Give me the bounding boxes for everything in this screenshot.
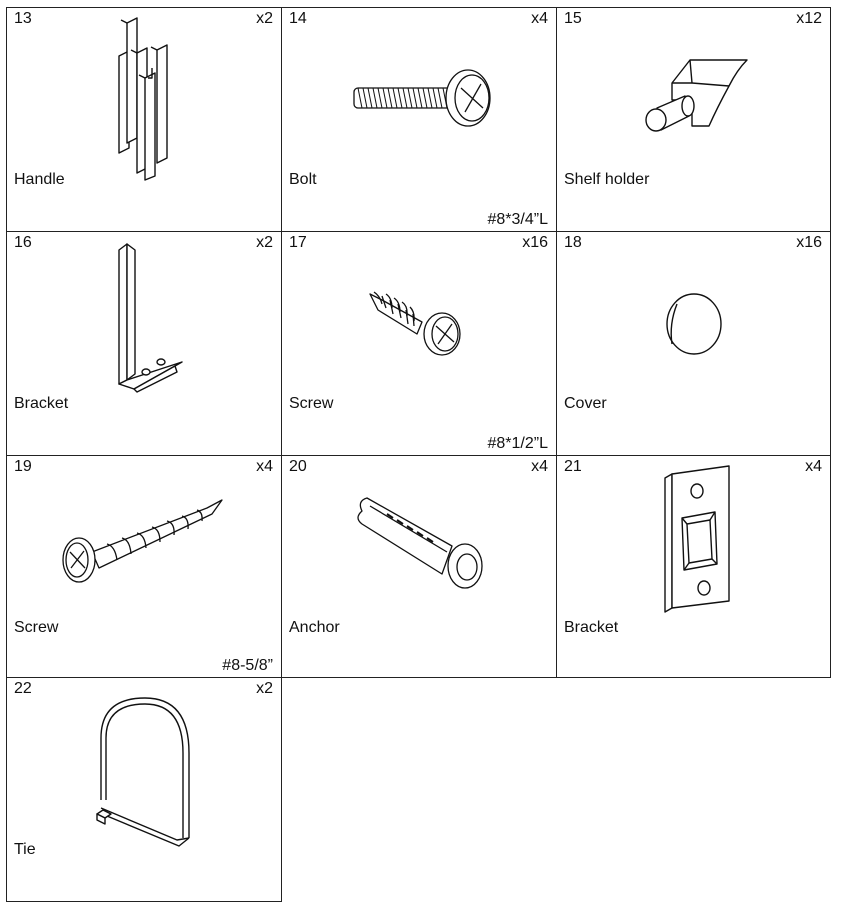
wood-screw-icon [7,456,283,679]
part-quantity: x2 [256,10,273,27]
part-quantity: x16 [796,234,822,251]
part-name: Bracket [564,619,619,636]
part-cell-16: 16 x2 Bracket [6,231,282,456]
part-spec: #8*1/2”L [487,435,549,452]
part-number: 17 [289,234,307,251]
pan-head-screw-icon [282,232,558,457]
part-number: 15 [564,10,582,27]
part-cell-14: 14 x4 Bolt #8*3/4”L [281,7,557,232]
l-bracket-icon [7,232,283,457]
part-quantity: x4 [531,10,548,27]
bolt-icon [282,8,558,233]
part-name: Shelf holder [564,171,650,188]
cover-cap-icon [557,232,832,457]
part-name: Bolt [289,171,317,188]
part-number: 18 [564,234,582,251]
part-number: 16 [14,234,32,251]
part-quantity: x4 [256,458,273,475]
part-quantity: x4 [805,458,822,475]
part-name: Anchor [289,619,340,636]
part-cell-13: 13 x2 Handle [6,7,282,232]
part-name: Bracket [14,395,69,412]
part-number: 21 [564,458,582,475]
part-name: Tie [14,841,36,858]
part-quantity: x2 [256,234,273,251]
part-cell-20: 20 x4 Anchor [281,455,557,678]
part-quantity: x4 [531,458,548,475]
part-cell-21: 21 x4 Bracket [556,455,831,678]
part-name: Handle [14,171,65,188]
part-number: 19 [14,458,32,475]
part-name: Screw [14,619,59,636]
part-name: Screw [289,395,334,412]
cable-tie-icon [7,678,283,903]
part-cell-17: 17 x16 Screw #8*1/2”L [281,231,557,456]
shelf-holder-icon [557,8,832,233]
part-number: 13 [14,10,32,27]
part-quantity: x2 [256,680,273,697]
part-number: 20 [289,458,307,475]
part-cell-22: 22 x2 Tie [6,677,282,902]
part-cell-15: 15 x12 Shelf holder [556,7,831,232]
part-quantity: x16 [522,234,548,251]
wall-anchor-icon [282,456,558,679]
part-cell-19: 19 x4 Screw #8-5/8” [6,455,282,678]
part-spec: #8-5/8” [222,657,273,674]
part-name: Cover [564,395,607,412]
part-cell-18: 18 x16 Cover [556,231,831,456]
part-number: 22 [14,680,32,697]
mounting-bracket-icon [557,456,832,679]
part-number: 14 [289,10,307,27]
part-spec: #8*3/4”L [487,211,549,228]
handle-icon [7,8,283,233]
part-quantity: x12 [796,10,822,27]
